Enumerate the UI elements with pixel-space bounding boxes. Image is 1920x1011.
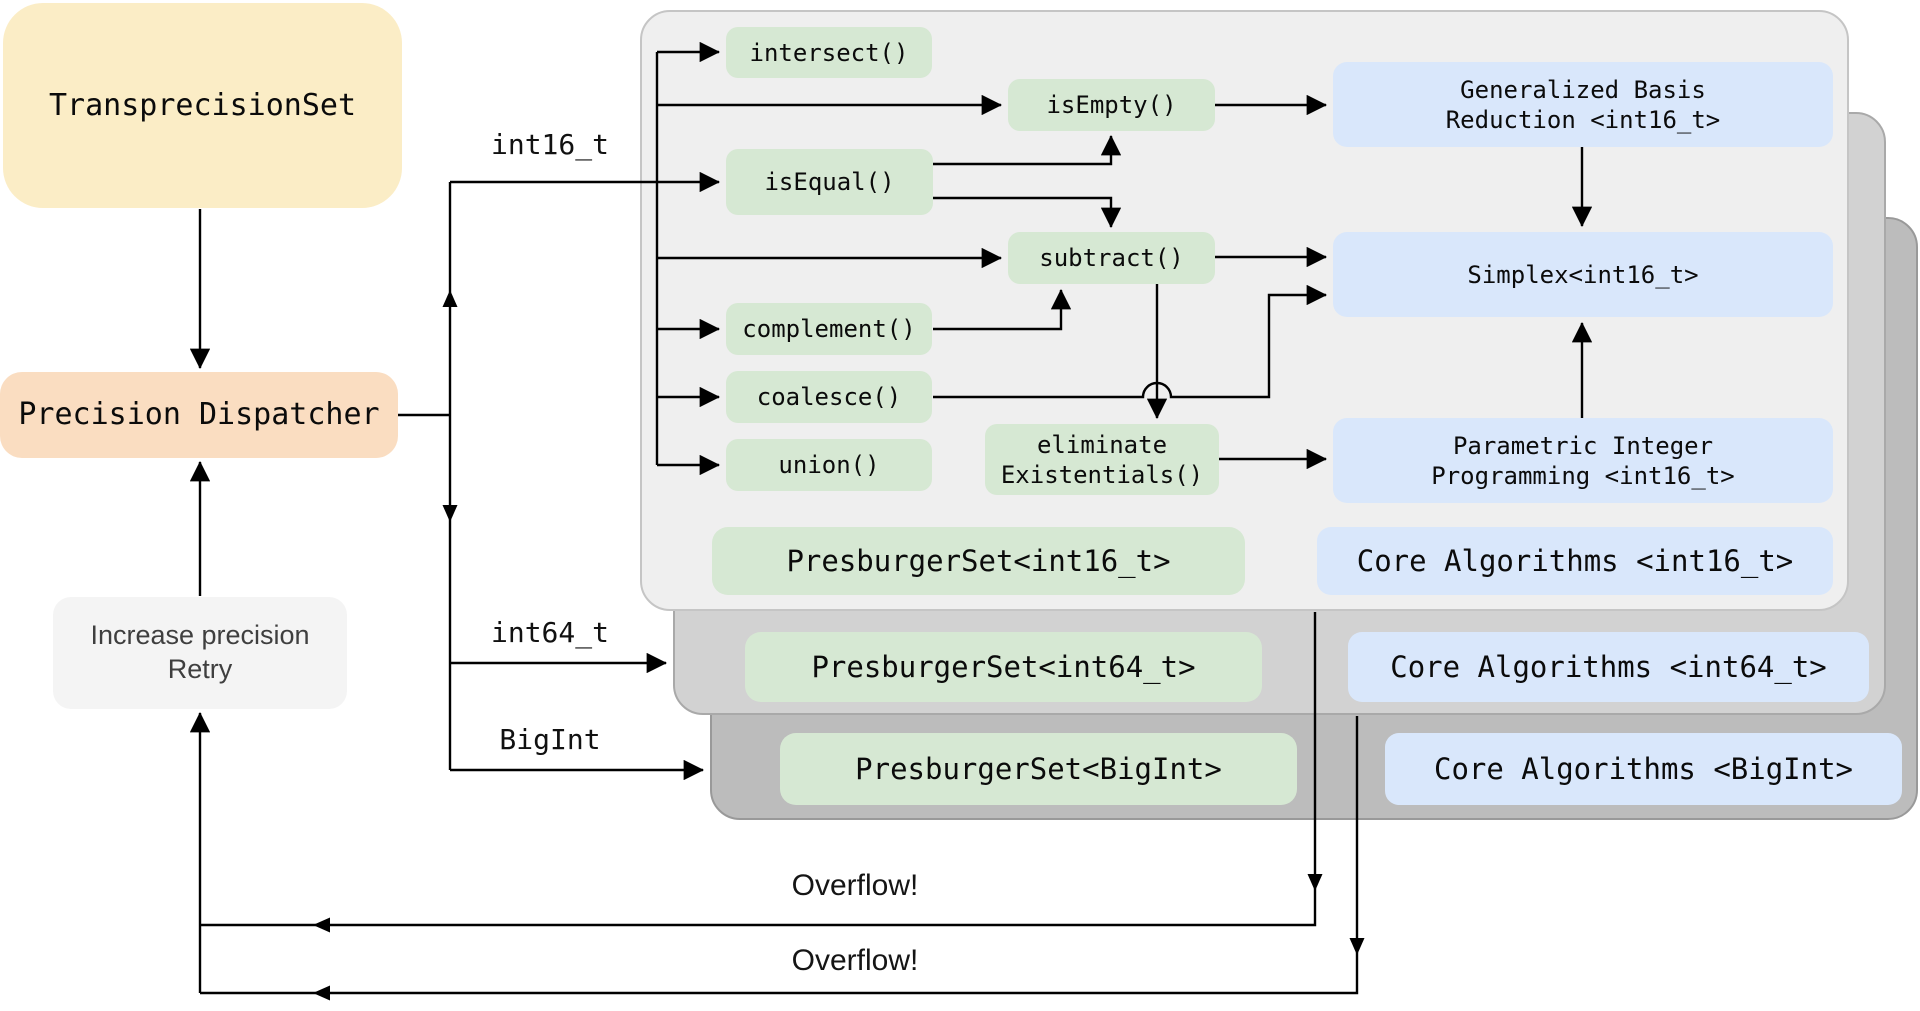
- mid-arrow-down-overflow2: [1349, 938, 1365, 955]
- core-algorithms-bigint-box: Core Algorithms <BigInt>: [1385, 733, 1902, 805]
- dispatch-label-int64: int64_t: [490, 616, 609, 649]
- dispatch-label-int16: int16_t: [490, 128, 609, 161]
- mid-arrow-down-overflow1: [1307, 874, 1323, 891]
- precision-dispatcher-box: Precision Dispatcher: [0, 372, 398, 458]
- algo-parametric-integer-programming: Parametric Integer Programming <int16_t>: [1333, 418, 1833, 503]
- op-eliminate-existentials: eliminate Existentials(): [985, 424, 1219, 495]
- op-intersect: intersect(): [726, 27, 932, 78]
- op-subtract: subtract(): [1008, 232, 1215, 284]
- presburger-set-int16-box: PresburgerSet<int16_t>: [712, 527, 1245, 595]
- mid-arrow-up-dispatch: [442, 290, 458, 307]
- presburger-set-bigint-box: PresburgerSet<BigInt>: [780, 733, 1297, 805]
- presburger-set-int64-box: PresburgerSet<int64_t>: [745, 632, 1262, 702]
- core-algorithms-int16-box: Core Algorithms <int16_t>: [1317, 527, 1833, 595]
- overflow-label-2: Overflow!: [791, 944, 919, 977]
- core-algorithms-int64-box: Core Algorithms <int64_t>: [1348, 632, 1869, 702]
- dispatch-label-bigint: BigInt: [499, 723, 601, 756]
- op-complement: complement(): [726, 303, 932, 355]
- mid-arrow-left-overflow2: [313, 985, 330, 1001]
- mid-arrow-left-overflow1: [313, 917, 330, 933]
- op-is-empty: isEmpty(): [1008, 79, 1215, 131]
- op-coalesce: coalesce(): [726, 371, 932, 423]
- op-union: union(): [726, 439, 932, 491]
- algo-simplex: Simplex<int16_t>: [1333, 232, 1833, 317]
- increase-precision-retry-box: Increase precision Retry: [53, 597, 347, 709]
- overflow-label-1: Overflow!: [791, 869, 919, 902]
- mid-arrow-down-dispatch: [442, 505, 458, 522]
- transprecision-set-box: TransprecisionSet: [3, 3, 402, 208]
- algo-generalized-basis-reduction: Generalized Basis Reduction <int16_t>: [1333, 62, 1833, 147]
- op-is-equal: isEqual(): [726, 149, 933, 215]
